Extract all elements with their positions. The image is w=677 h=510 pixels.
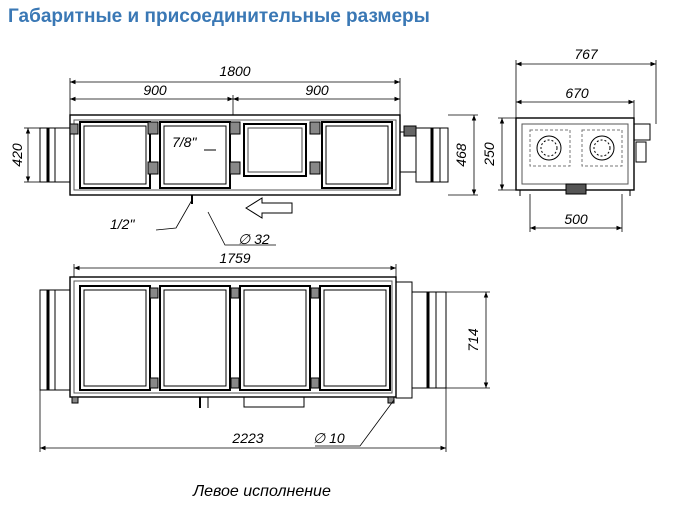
- top-view-dimensions: [24, 78, 478, 246]
- dim-pipe-7-8: 7/8": [172, 134, 197, 150]
- dim-diameter-10: ∅ 10: [313, 430, 345, 446]
- dim-top-height-right: 468: [453, 143, 469, 167]
- side-view: [515, 117, 651, 196]
- top-view: [39, 114, 449, 204]
- bottom-view-dimensions: [39, 264, 490, 452]
- dim-side-inner: 670: [565, 85, 589, 101]
- dim-side-bottom: 500: [564, 211, 588, 227]
- airflow-arrow: [245, 197, 293, 219]
- drawing-caption: Левое исполнение: [192, 483, 331, 500]
- dim-bottom-height: 714: [465, 328, 481, 352]
- bottom-view: [39, 276, 447, 408]
- dim-side-outer: 767: [574, 46, 599, 62]
- dim-side-height: 250: [481, 142, 497, 167]
- dim-top-right: 900: [305, 82, 329, 98]
- dim-pipe-1-2: 1/2": [110, 216, 135, 232]
- dim-diameter-32: ∅ 32: [238, 231, 270, 247]
- dim-top-left: 900: [143, 82, 167, 98]
- dim-bottom-total: 2223: [231, 430, 263, 446]
- side-view-dimensions: [498, 60, 657, 232]
- page-title: Габаритные и присоединительные размеры: [8, 6, 430, 27]
- dim-top-height-left: 420: [9, 143, 25, 167]
- dim-top-total: 1800: [219, 63, 250, 79]
- dim-bottom-inner: 1759: [219, 250, 250, 266]
